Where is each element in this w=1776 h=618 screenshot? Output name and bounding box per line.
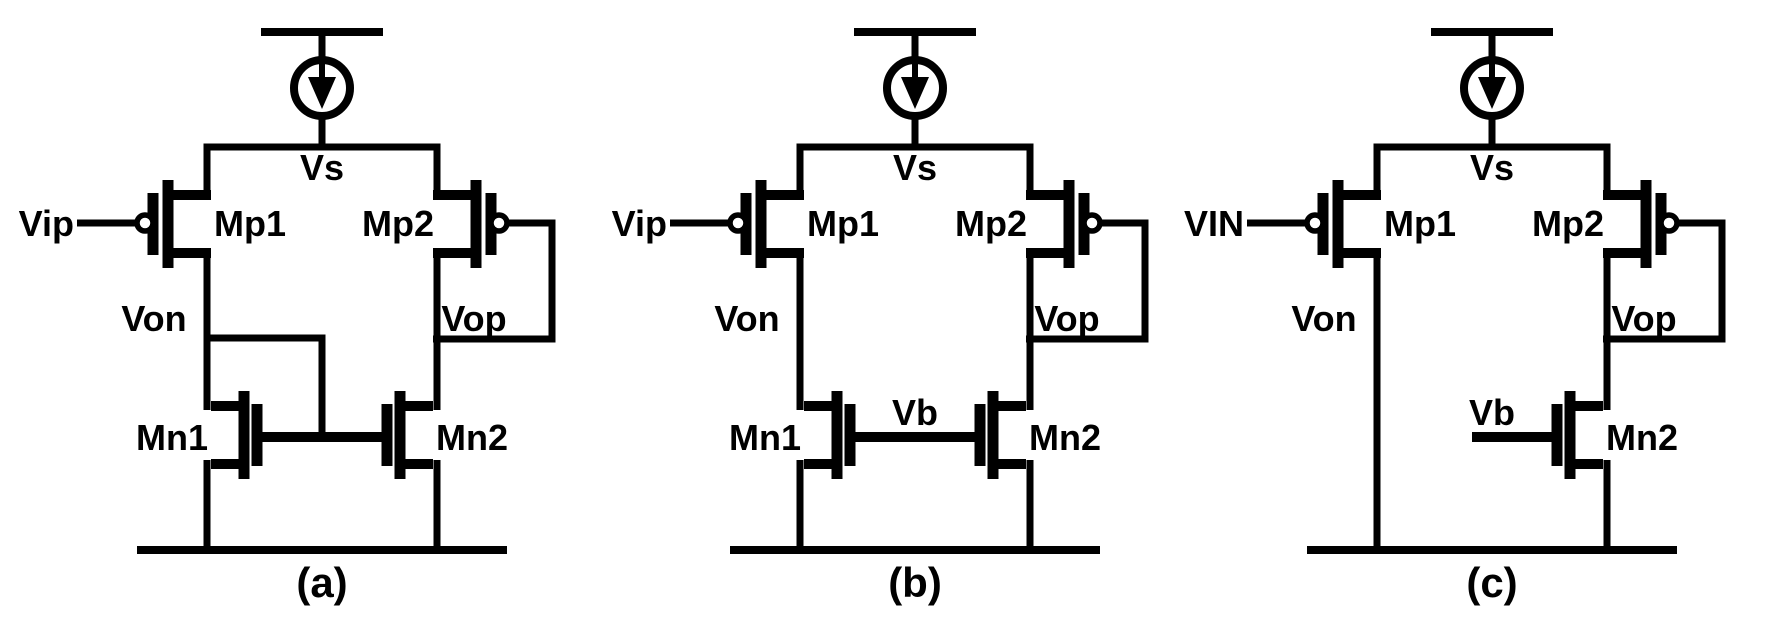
- subfigure-caption: (b): [888, 559, 942, 606]
- mp2-diode-feedback-wire: [1026, 219, 1149, 343]
- mp1-label: Mp1: [214, 203, 286, 244]
- von-to-nmos-gates-wire: [204, 334, 326, 437]
- mn2-label: Mn2: [1606, 417, 1678, 458]
- bias-label: Vb: [1469, 392, 1515, 433]
- tail-node-label: Vs: [1470, 147, 1514, 188]
- vop-node-label: Vop: [441, 298, 506, 339]
- mp2-label: Mp2: [362, 203, 434, 244]
- mp2-label: Mp2: [955, 203, 1027, 244]
- mp2-diode-feedback-wire: [433, 219, 556, 343]
- current-source-circle: [290, 56, 354, 120]
- vop-node-label: Vop: [1611, 298, 1676, 339]
- mn1-label: Mn1: [136, 417, 208, 458]
- mp1-gate-bubble: [1304, 212, 1326, 234]
- input-label: Vip: [612, 203, 667, 244]
- tail-rail: [796, 143, 1034, 199]
- input-label: Vip: [19, 203, 74, 244]
- von-node-label: Von: [1291, 298, 1356, 339]
- mp1-gate-bubble: [134, 212, 156, 234]
- von-node-label: Von: [121, 298, 186, 339]
- mp1-label: Mp1: [807, 203, 879, 244]
- mp2-diode-feedback-wire: [1603, 219, 1726, 343]
- vop-node-label: Vop: [1034, 298, 1099, 339]
- mp1-label: Mp1: [1384, 203, 1456, 244]
- mn2-label: Mn2: [436, 417, 508, 458]
- current-source-circle: [1460, 56, 1524, 120]
- mp2-gate-bubble: [1658, 212, 1680, 234]
- tail-rail: [203, 143, 441, 199]
- bias-label: Vb: [892, 392, 938, 433]
- current-source-arrow-head: [901, 77, 929, 109]
- tail-node-label: Vs: [300, 147, 344, 188]
- mn2-label: Mn2: [1029, 417, 1101, 458]
- tail-rail: [1373, 143, 1611, 199]
- von-node-label: Von: [714, 298, 779, 339]
- current-source-arrow-head: [308, 77, 336, 109]
- mp1-gate-bubble: [727, 212, 749, 234]
- current-source-circle: [883, 56, 947, 120]
- input-label: VIN: [1184, 203, 1244, 244]
- mp2-gate-bubble: [1081, 212, 1103, 234]
- mn1-label: Mn1: [729, 417, 801, 458]
- subfigure-caption: (a): [296, 559, 347, 606]
- subfigure-caption: (c): [1466, 559, 1517, 606]
- mp2-gate-bubble: [488, 212, 510, 234]
- current-source-arrow-head: [1478, 77, 1506, 109]
- tail-node-label: Vs: [893, 147, 937, 188]
- mp2-label: Mp2: [1532, 203, 1604, 244]
